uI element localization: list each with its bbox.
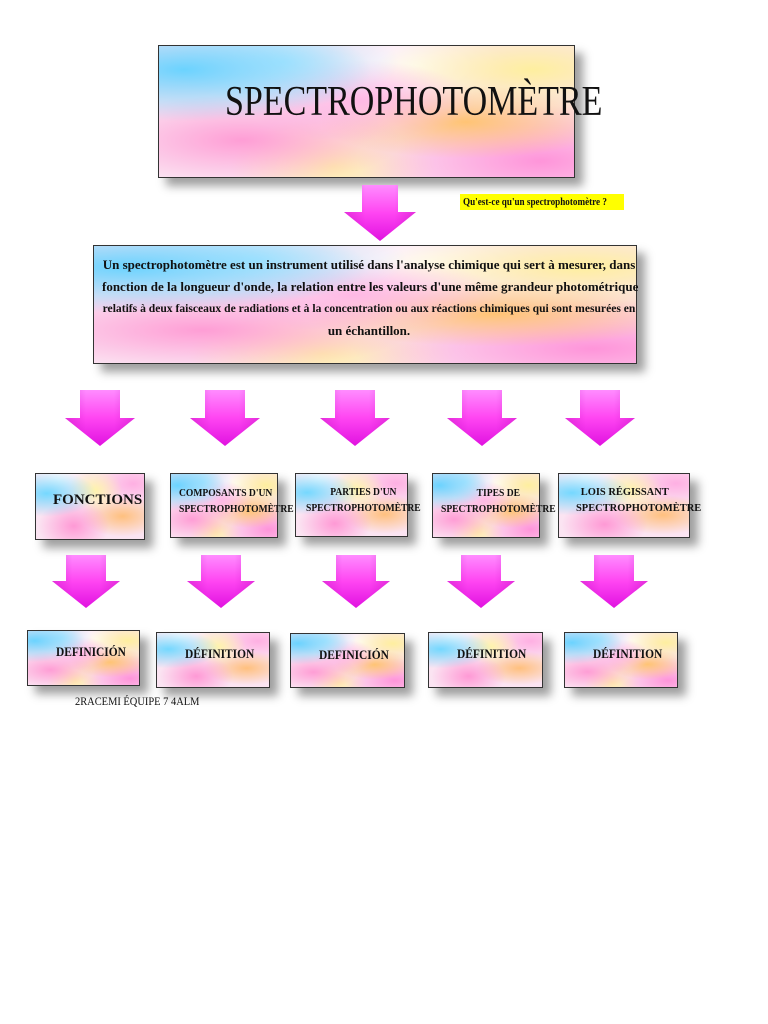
title-box: SPECTROPHOTOMÈTRE — [158, 45, 602, 178]
category-label-line: SPECTROPHOTOMÈTRE — [441, 503, 556, 515]
footer-credit: 2RACEMI ÉQUIPE 7 4ALM — [75, 694, 200, 708]
category-label-line: SPECTROPHOTOMÈTRE — [576, 502, 702, 514]
down-arrow-connector — [65, 390, 135, 446]
question-callout: Qu'est-ce qu'un spectrophotomètre ? — [460, 194, 624, 210]
down-arrow-connector — [580, 555, 648, 608]
subtopic-box-3: DEFINICIÓN — [290, 633, 405, 688]
category-label: COMPOSANTS D'UN SPECTROPHOTOMÈTRE — [179, 485, 294, 517]
subtopic-box-1: DEFINICIÓN — [27, 630, 140, 686]
category-label: PARTIES D'UN SPECTROPHOTOMÈTRE — [306, 484, 421, 516]
category-label-line: PARTIES D'UN — [330, 486, 397, 498]
subtopic-label: DEFINICIÓN — [56, 644, 126, 659]
down-arrow-connector — [565, 390, 635, 446]
subtopic-label: DÉFINITION — [185, 646, 255, 661]
category-box-fonctions: FONCTIONS — [35, 473, 145, 540]
page-title: SPECTROPHOTOMÈTRE — [225, 79, 603, 125]
definition-line: Un spectrophotomètre est un instrument u… — [102, 257, 636, 272]
down-arrow-connector — [344, 185, 416, 241]
category-label-line: COMPOSANTS D'UN — [179, 487, 273, 499]
category-label: FONCTIONS — [53, 492, 143, 508]
arrow-shading — [447, 555, 515, 608]
subtopic-label: DÉFINITION — [593, 646, 663, 661]
subtopic-box-2: DÉFINITION — [156, 632, 270, 688]
subtopic-box-4: DÉFINITION — [428, 632, 543, 688]
category-label-line: SPECTROPHOTOMÈTRE — [179, 503, 294, 515]
subtopic-label: DÉFINITION — [457, 646, 527, 661]
subtopic-box-5: DÉFINITION — [564, 632, 678, 688]
definition-line: relatifs à deux faisceaux de radiations … — [102, 302, 636, 315]
arrow-shading — [320, 390, 390, 446]
arrow-shading — [190, 390, 260, 446]
subtopic-label: DEFINICIÓN — [319, 647, 389, 662]
down-arrow-connector — [190, 390, 260, 446]
arrow-shading — [580, 555, 648, 608]
down-arrow-connector — [52, 555, 120, 608]
category-box-tipes: TIPES DE SPECTROPHOTOMÈTRE — [432, 473, 556, 538]
arrow-shading — [565, 390, 635, 446]
definition-box: Un spectrophotomètre est un instrument u… — [93, 245, 639, 364]
definition-text: Un spectrophotomètre est un instrument u… — [102, 254, 639, 342]
arrow-shading — [187, 555, 255, 608]
arrow-shading — [344, 185, 416, 241]
arrow-shading — [65, 390, 135, 446]
category-label: TIPES DE SPECTROPHOTOMÈTRE — [441, 485, 556, 517]
down-arrow-connector — [320, 390, 390, 446]
category-label-line: TIPES DE — [476, 487, 521, 499]
arrow-shading — [322, 555, 390, 608]
down-arrow-connector — [447, 390, 517, 446]
definition-line: fonction de la longueur d'onde, la relat… — [102, 279, 639, 294]
category-box-composants: COMPOSANTS D'UN SPECTROPHOTOMÈTRE — [170, 473, 294, 538]
question-text: Qu'est-ce qu'un spectrophotomètre ? — [463, 196, 607, 208]
down-arrow-connector — [322, 555, 390, 608]
arrow-shading — [447, 390, 517, 446]
category-box-lois: LOIS RÉGISSANT SPECTROPHOTOMÈTRE — [558, 473, 701, 538]
category-label: LOIS RÉGISSANT SPECTROPHOTOMÈTRE — [576, 484, 701, 516]
category-label-line: LOIS RÉGISSANT — [580, 486, 669, 498]
category-box-parties: PARTIES D'UN SPECTROPHOTOMÈTRE — [295, 473, 421, 537]
down-arrow-connector — [187, 555, 255, 608]
arrow-shading — [52, 555, 120, 608]
definition-line: un échantillon. — [327, 323, 411, 338]
down-arrow-connector — [447, 555, 515, 608]
category-label-line: SPECTROPHOTOMÈTRE — [306, 502, 421, 514]
